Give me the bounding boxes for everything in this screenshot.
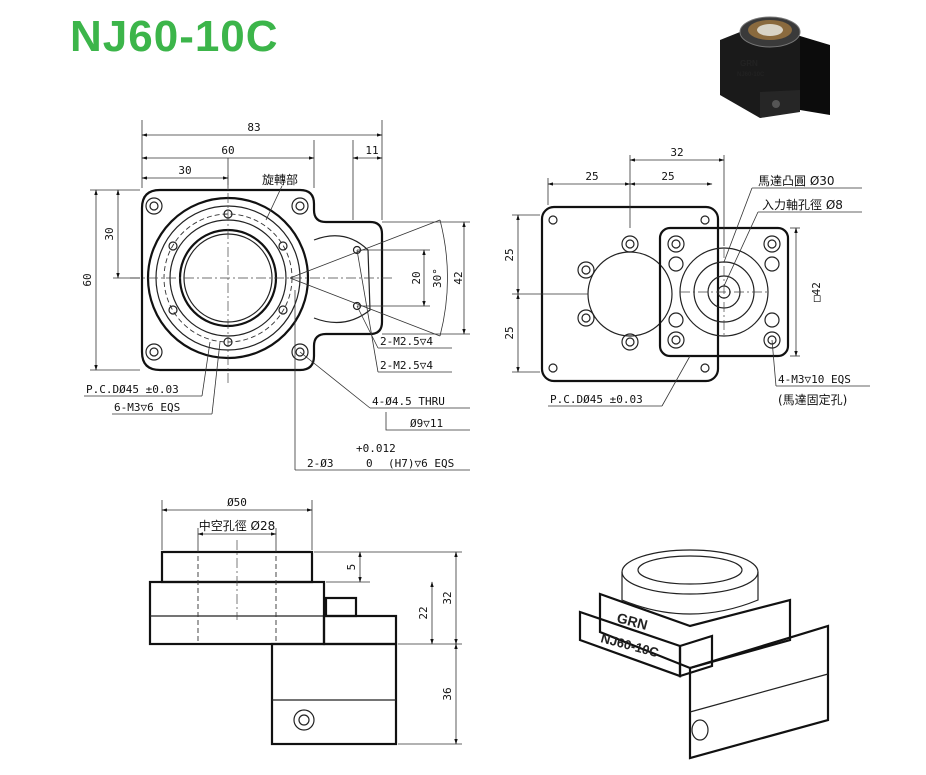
note-thru: 4-Ø4.5 THRU xyxy=(372,395,445,408)
product-photo: GRN NJ60-10C xyxy=(720,16,830,118)
note-pcd-rear: P.C.DØ45 ±0.03 xyxy=(550,393,643,406)
dim-angle: 30° xyxy=(431,268,444,288)
dim-dia50: Ø50 xyxy=(227,496,247,509)
dim-42: 42 xyxy=(452,271,465,284)
tolerance-upper: +0.012 xyxy=(356,442,396,455)
label-hollow-bore: 中空孔徑 Ø28 xyxy=(199,518,276,533)
note-pin: 2-Ø3 xyxy=(307,457,334,470)
dim-11: 11 xyxy=(365,144,378,157)
dim-25-rear-a: 25 xyxy=(585,170,598,183)
note-m25-2: 2-M2.5▽4 xyxy=(380,359,433,372)
photo-model: NJ60-10C xyxy=(737,72,765,78)
label-motor-boss: 馬達凸圓 Ø30 xyxy=(758,174,835,188)
dim-83: 83 xyxy=(247,121,260,134)
dim-30: 30 xyxy=(178,164,191,177)
tolerance-lower: 0 xyxy=(366,457,373,470)
label-rotating: 旋轉部 xyxy=(262,172,298,187)
dim-25-rear-v1: 25 xyxy=(503,248,516,261)
label-input-bore: 入力軸孔徑 Ø8 xyxy=(762,198,843,212)
rear-view: 32 25 25 25 25 □42 馬達凸圓 Ø30 入力軸孔徑 Ø8 P.C… xyxy=(503,146,870,407)
note-m3: 6-M3▽6 EQS xyxy=(114,401,180,414)
dim-32-side: 32 xyxy=(441,591,454,604)
note-pcd-front: P.C.DØ45 ±0.03 xyxy=(86,383,179,396)
dim-32-rear: 32 xyxy=(670,146,683,159)
dim-25-rear-v2: 25 xyxy=(503,326,516,339)
side-view: Ø50 中空孔徑 Ø28 5 22 32 36 xyxy=(148,496,462,746)
iso-view: GRN NJ60-10C xyxy=(578,549,830,760)
dim-60: 60 xyxy=(221,144,234,157)
dim-5: 5 xyxy=(345,564,358,571)
dim-square-42: □42 xyxy=(810,282,823,302)
dim-36: 36 xyxy=(441,687,454,700)
dim-22: 22 xyxy=(417,606,430,619)
dim-30-vertical: 30 xyxy=(103,227,116,240)
note-motor-holes: 4-M3▽10 EQS xyxy=(778,373,851,386)
iso-model: NJ60-10C xyxy=(599,630,661,660)
note-h7: (H7)▽6 EQS xyxy=(388,457,454,470)
note-motor-holes-desc: (馬達固定孔) xyxy=(778,392,847,407)
note-m25-1: 2-M2.5▽4 xyxy=(380,335,433,348)
dim-60-vertical: 60 xyxy=(81,273,94,286)
iso-brand: GRN xyxy=(615,609,649,633)
dim-25-rear-b: 25 xyxy=(661,170,674,183)
note-counterbore: Ø9▽11 xyxy=(410,417,443,430)
front-view: 83 60 30 11 旋轉部 60 30 20 30° 42 2-M2.5▽4… xyxy=(81,120,470,471)
page-title: NJ60-10C xyxy=(70,12,279,61)
dim-20: 20 xyxy=(410,271,423,284)
photo-brand: GRN xyxy=(740,59,758,68)
